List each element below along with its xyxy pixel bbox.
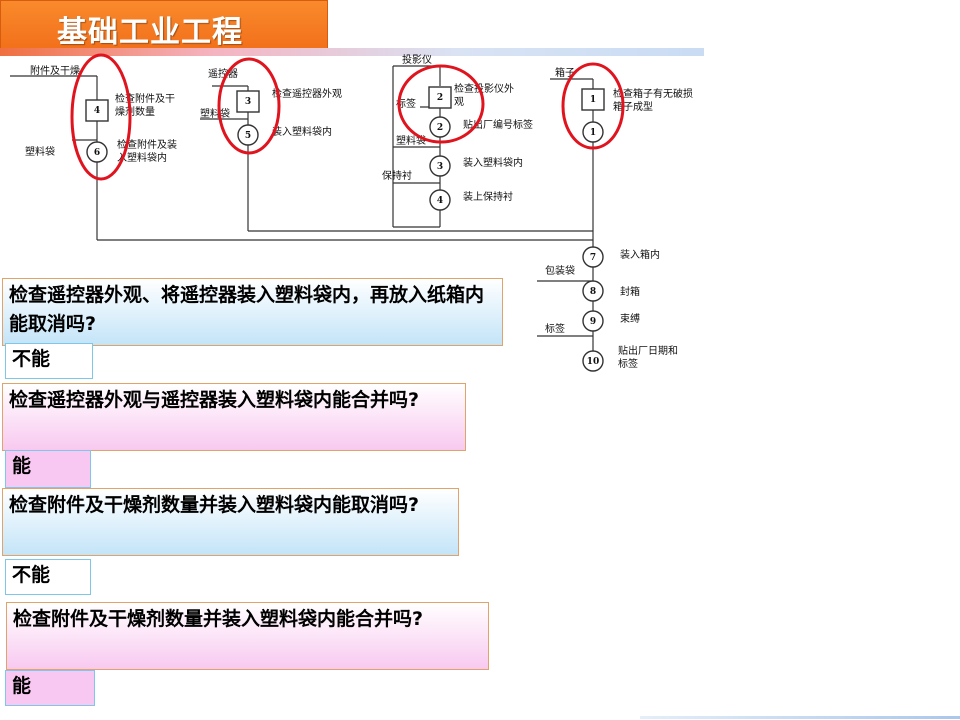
label-input-label-1: 标签	[396, 97, 416, 110]
operation-step: 1	[582, 121, 604, 143]
step-label: 检查遥控器外观	[272, 87, 342, 100]
step-label: 检查投影仪外	[454, 82, 514, 95]
operation-step: 2 贴出厂编号标签	[429, 116, 533, 138]
step-label: 装入箱内	[620, 248, 660, 261]
step-number: 8	[590, 287, 596, 297]
label-input-projector: 投影仪	[402, 53, 432, 66]
step-number: 4	[94, 106, 100, 116]
inspection-square	[428, 86, 452, 109]
step-number: 1	[590, 128, 596, 138]
operation-step: 5 装入塑料袋内	[237, 124, 332, 146]
step-label: 燥剂数量	[115, 105, 155, 118]
title-banner: 基础工业工程	[0, 0, 328, 50]
operation-circle	[582, 350, 604, 372]
question-box: 检查遥控器外观与遥控器装入塑料袋内能合并吗?	[2, 383, 466, 451]
inspection-step: 4 检查附件及干燥剂数量	[85, 92, 175, 122]
step-label: 标签	[618, 357, 638, 370]
operation-circle	[429, 116, 451, 138]
step-label: 贴出厂日期和	[618, 344, 678, 357]
answer-box: 能	[5, 670, 95, 706]
highlight-ellipse	[397, 64, 485, 144]
step-number: 1	[590, 95, 596, 105]
operation-circle	[429, 155, 451, 177]
inspection-step: 3 检查遥控器外观	[236, 87, 342, 113]
operation-circle	[582, 246, 604, 268]
step-number: 2	[437, 93, 443, 103]
step-label: 束缚	[620, 312, 640, 325]
title-underline	[0, 48, 704, 56]
highlight-ellipse	[561, 62, 625, 150]
label-input-plastic-bag-1: 塑料袋	[25, 145, 55, 158]
label-input-plastic-bag-2: 塑料袋	[200, 107, 230, 120]
step-number: 6	[94, 148, 100, 158]
operation-step: 9 束缚	[582, 310, 640, 332]
step-label: 检查箱子有无破损	[613, 87, 693, 100]
label-input-plastic-bag-3: 塑料袋	[396, 134, 426, 147]
operation-step: 8 封箱	[582, 280, 640, 302]
step-label: 封箱	[620, 285, 640, 298]
operation-circle	[429, 189, 451, 211]
label-input-packing-bag: 包装袋	[545, 264, 575, 277]
answer-box: 能	[5, 450, 91, 488]
step-number: 5	[245, 131, 251, 141]
step-number: 3	[437, 162, 443, 172]
inspection-square	[581, 88, 605, 111]
operation-step: 7 装入箱内	[582, 246, 660, 268]
step-label: 箱子成型	[613, 100, 653, 113]
answer-box: 不能	[5, 343, 93, 379]
operation-circle	[86, 141, 108, 163]
step-label: 检查附件及装	[117, 138, 177, 151]
step-number: 2	[437, 123, 443, 133]
step-label: 贴出厂编号标签	[463, 118, 533, 131]
process-flow-chart: 附件及干燥 塑料袋 遥控器 塑料袋 投影仪 标签 塑料袋 保持衬 箱子 包装袋 …	[10, 53, 693, 372]
page-title: 基础工业工程	[57, 15, 243, 50]
question-box: 检查附件及干燥剂数量并装入塑料袋内能合并吗?	[6, 602, 489, 670]
step-label: 装入塑料袋内	[272, 125, 332, 138]
operation-step: 4 装上保持衬	[429, 189, 513, 211]
label-input-box: 箱子	[555, 66, 575, 79]
step-label: 观	[454, 96, 464, 108]
inspection-square	[236, 90, 260, 113]
label-input-label-2: 标签	[545, 322, 565, 335]
bottom-decoration-line	[640, 716, 960, 719]
label-input-remote: 遥控器	[208, 67, 238, 80]
step-number: 3	[245, 97, 251, 107]
inspection-square	[85, 99, 109, 122]
question-box: 检查遥控器外观、将遥控器装入塑料袋内，再放入纸箱内能取消吗?	[2, 278, 503, 346]
label-input-retainer: 保持衬	[382, 169, 412, 182]
highlight-ellipse	[217, 57, 281, 155]
step-label: 装上保持衬	[463, 190, 513, 203]
operation-circle	[582, 310, 604, 332]
operation-circle	[237, 124, 259, 146]
operation-step: 3 装入塑料袋内	[429, 155, 523, 177]
step-label: 入塑料袋内	[117, 151, 167, 164]
step-label: 装入塑料袋内	[463, 156, 523, 169]
step-number: 4	[437, 196, 443, 206]
answer-box: 不能	[5, 559, 91, 595]
step-number: 10	[587, 357, 600, 367]
step-number: 9	[590, 317, 596, 327]
operation-circle	[582, 121, 604, 143]
question-box: 检查附件及干燥剂数量并装入塑料袋内能取消吗?	[2, 488, 459, 556]
operation-circle	[582, 280, 604, 302]
step-label: 检查附件及干	[115, 92, 175, 105]
highlight-ellipse	[70, 53, 132, 181]
step-number: 7	[590, 253, 596, 263]
label-input-accessories: 附件及干燥	[30, 64, 80, 77]
